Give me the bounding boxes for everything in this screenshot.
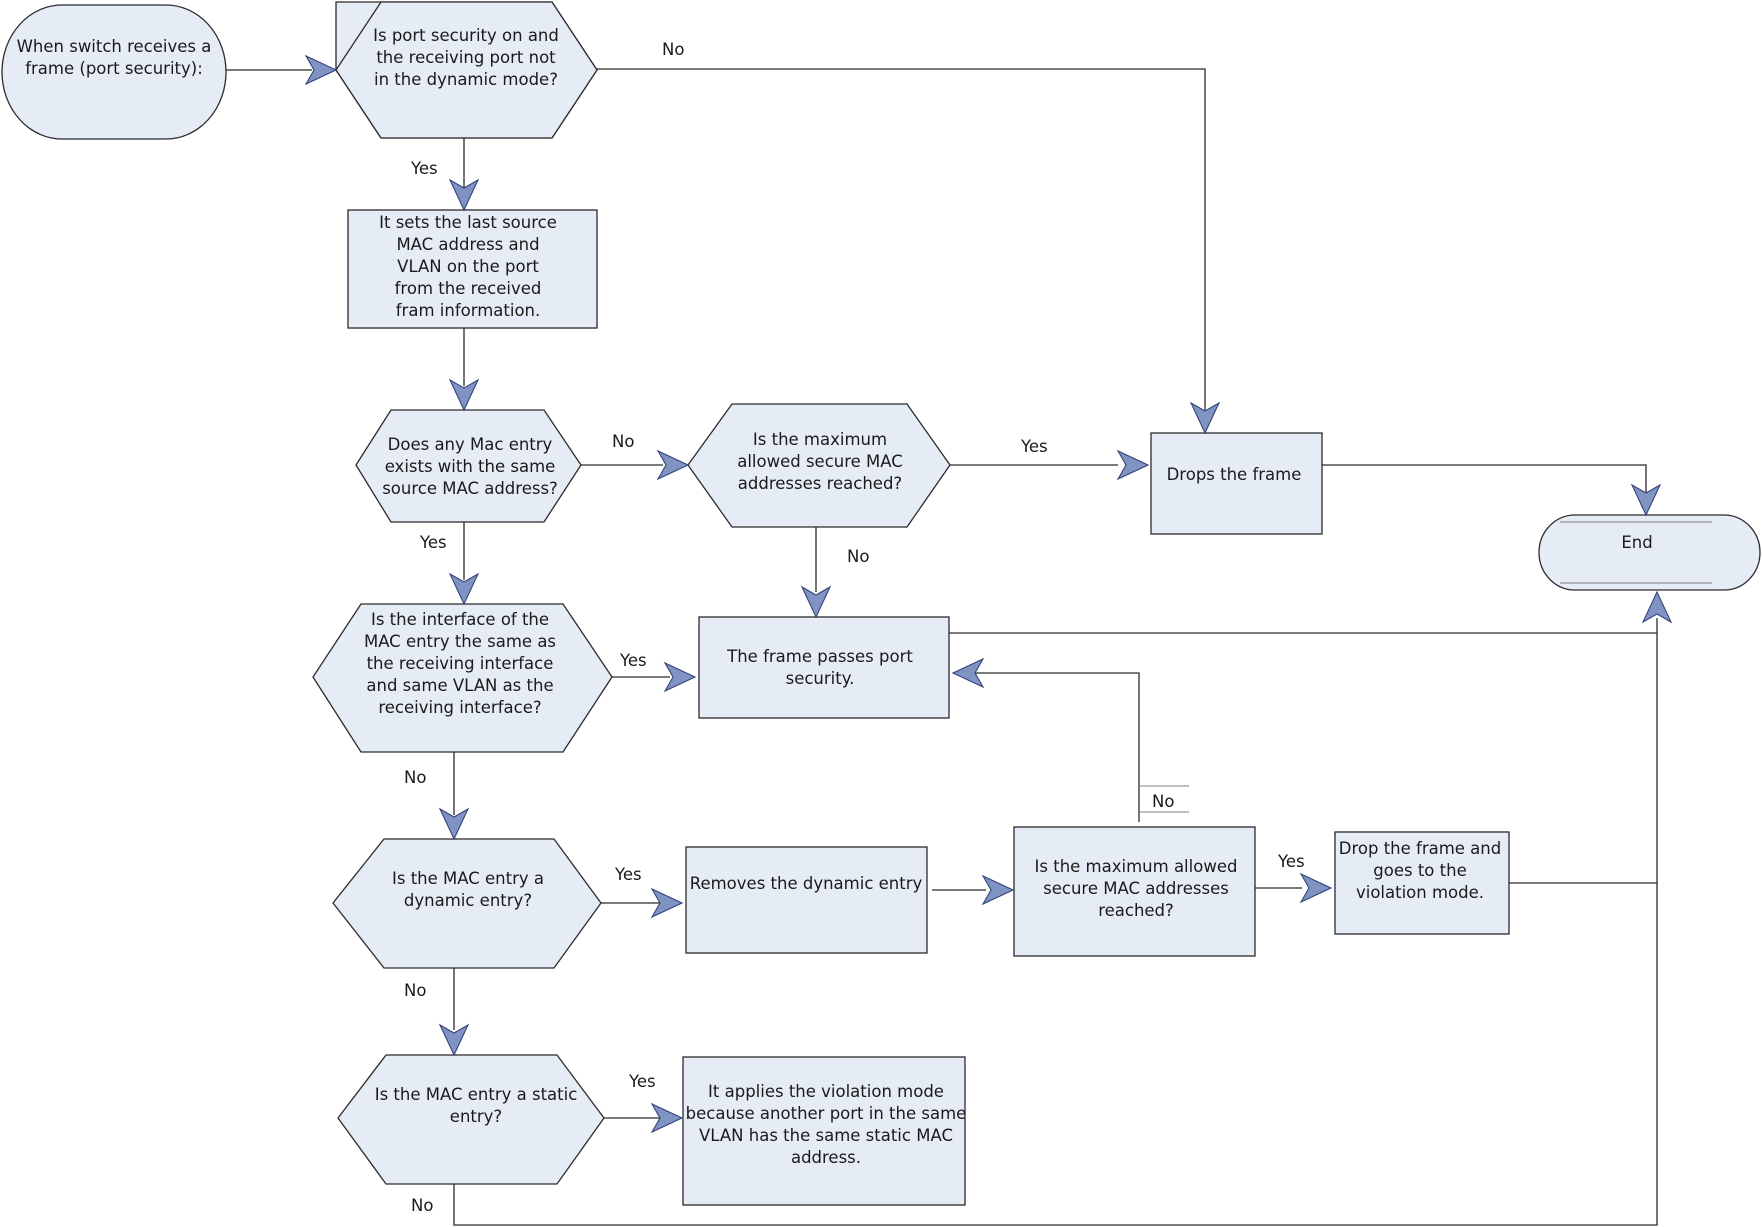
q-same-interface-line-5: receiving interface? (378, 698, 541, 717)
node-q-port-security: Is port security on and the receiving po… (335, 1, 598, 139)
arrowhead-into-apply-violation (650, 1102, 684, 1134)
label-max2-no: No (1152, 792, 1174, 811)
start-line-1: When switch receives a (17, 37, 212, 56)
label-bracket (1139, 785, 1189, 813)
q-dynamic-entry-line-2: dynamic entry? (404, 891, 532, 910)
label-static-yes: Yes (628, 1072, 656, 1091)
set-last-source-line-3: VLAN on the port (397, 257, 539, 276)
q-static-entry-line-1: Is the MAC entry a static (375, 1085, 578, 1104)
apply-violation-line-2: because another port in the same (686, 1104, 967, 1123)
frame-passes-line-2: security. (786, 669, 855, 688)
apply-violation-line-4: address. (791, 1148, 861, 1167)
node-frame-passes: The frame passes port security. (698, 616, 950, 719)
drops-frame-line-1: Drops the frame (1167, 465, 1302, 484)
label-same-interface-yes: Yes (619, 651, 647, 670)
label-same-interface-no: No (404, 768, 426, 787)
node-q-max-reached-2: Is the maximum allowed secure MAC addres… (1013, 826, 1256, 957)
arrowhead-into-drops-from-left (1116, 449, 1150, 481)
node-start: When switch receives a frame (port secur… (1, 4, 227, 140)
node-drop-violation: Drop the frame and goes to the violation… (1334, 831, 1510, 935)
label-mac-exists-yes: Yes (419, 533, 447, 552)
arrowheads (304, 54, 1673, 1134)
q-max-reached-2-line-3: reached? (1098, 901, 1174, 920)
set-last-source-line-2: MAC address and (396, 235, 539, 254)
node-set-last-source: It sets the last source MAC address and … (347, 209, 598, 329)
node-q-max-reached-1: Is the maximum allowed secure MAC addres… (687, 403, 951, 528)
label-dynamic-no: No (404, 981, 426, 1000)
label-mac-exists-no: No (612, 432, 634, 451)
q-static-entry-line-2: entry? (450, 1107, 502, 1126)
q-same-interface-line-1: Is the interface of the (371, 610, 549, 629)
arrowhead-into-set-last-source (448, 178, 480, 212)
set-last-source-line-4: from the received (395, 279, 542, 298)
q-mac-entry-exists-line-3: source MAC address? (382, 479, 558, 498)
q-max-reached-1-line-2: allowed secure MAC (737, 452, 903, 471)
q-port-security-line-2: the receiving port not (376, 48, 556, 67)
q-max-reached-2-line-2: secure MAC addresses (1043, 879, 1229, 898)
q-max-reached-1-line-1: Is the maximum (753, 430, 887, 449)
label-dynamic-yes: Yes (614, 865, 642, 884)
q-max-reached-1-line-3: addresses reached? (738, 474, 902, 493)
q-mac-entry-exists-line-2: exists with the same (385, 457, 556, 476)
arrowhead-into-drops-from-top (1189, 401, 1221, 435)
edge-labels: No Yes No Yes No Yes Yes No Yes No Yes N… (404, 40, 1305, 1215)
q-mac-entry-exists-line-1: Does any Mac entry (388, 435, 553, 454)
node-end: End (1538, 514, 1761, 591)
apply-violation-line-1: It applies the violation mode (708, 1082, 944, 1101)
edge-static-no-to-end (453, 618, 1658, 1226)
arrowhead-into-dynamic-entry (438, 807, 470, 841)
start-line-2: frame (port security): (25, 59, 203, 78)
arrowhead-into-port-security (304, 54, 338, 86)
arrowhead-into-frame-passes-left (663, 661, 697, 693)
label-max1-no: No (847, 547, 869, 566)
frame-passes-line-1: The frame passes port (726, 647, 913, 666)
edge-max2-no-to-passes (973, 672, 1140, 822)
arrowhead-into-end-top (1630, 483, 1662, 517)
arrowhead-into-max1 (656, 449, 690, 481)
q-port-security-line-3: in the dynamic mode? (374, 70, 558, 89)
arrowhead-into-drop-violation (1299, 872, 1333, 904)
set-last-source-line-5: fram information. (396, 301, 541, 320)
label-max1-yes: Yes (1020, 437, 1048, 456)
drop-violation-line-2: goes to the (1373, 861, 1466, 880)
label-port-security-no: No (662, 40, 684, 59)
end-label: End (1621, 533, 1652, 552)
drop-violation-line-3: violation mode. (1356, 883, 1484, 902)
apply-violation-line-3: VLAN has the same static MAC (699, 1126, 953, 1145)
node-apply-violation: It applies the violation mode because an… (682, 1056, 967, 1206)
arrowhead-into-end-bottom (1641, 590, 1673, 624)
node-drops-frame: Drops the frame (1150, 432, 1323, 535)
node-q-mac-entry-exists: Does any Mac entry exists with the same … (355, 409, 582, 523)
arrowhead-into-remove-dynamic (650, 887, 684, 919)
edge-drops-to-end (1322, 464, 1647, 496)
connectors (226, 68, 1658, 1226)
q-dynamic-entry-line-1: Is the MAC entry a (392, 869, 544, 888)
node-q-static-entry: Is the MAC entry a static entry? (337, 1054, 605, 1185)
q-port-security-line-1: Is port security on and (373, 26, 559, 45)
arrowhead-into-max2 (981, 874, 1015, 906)
edge-port-security-no-to-drops (597, 68, 1206, 410)
arrowhead-into-static-entry (438, 1023, 470, 1057)
node-remove-dynamic: Removes the dynamic entry (685, 846, 928, 954)
arrowhead-into-frame-passes-right (951, 657, 985, 689)
node-q-dynamic-entry: Is the MAC entry a dynamic entry? (332, 838, 602, 969)
label-static-no: No (411, 1196, 433, 1215)
q-max-reached-2-line-1: Is the maximum allowed (1035, 857, 1238, 876)
set-last-source-line-1: It sets the last source (379, 213, 557, 232)
label-port-security-yes: Yes (410, 159, 438, 178)
q-same-interface-line-4: and same VLAN as the (366, 676, 553, 695)
remove-dynamic-line-1: Removes the dynamic entry (690, 874, 923, 893)
drop-violation-line-1: Drop the frame and (1339, 839, 1501, 858)
arrowhead-into-frame-passes-top (800, 585, 832, 619)
node-q-same-interface: Is the interface of the MAC entry the sa… (312, 603, 613, 753)
q-same-interface-line-3: the receiving interface (367, 654, 554, 673)
arrowhead-into-mac-exists (448, 378, 480, 412)
label-max2-yes: Yes (1277, 852, 1305, 871)
q-same-interface-line-2: MAC entry the same as (364, 632, 556, 651)
arrowhead-into-same-interface (448, 572, 480, 606)
